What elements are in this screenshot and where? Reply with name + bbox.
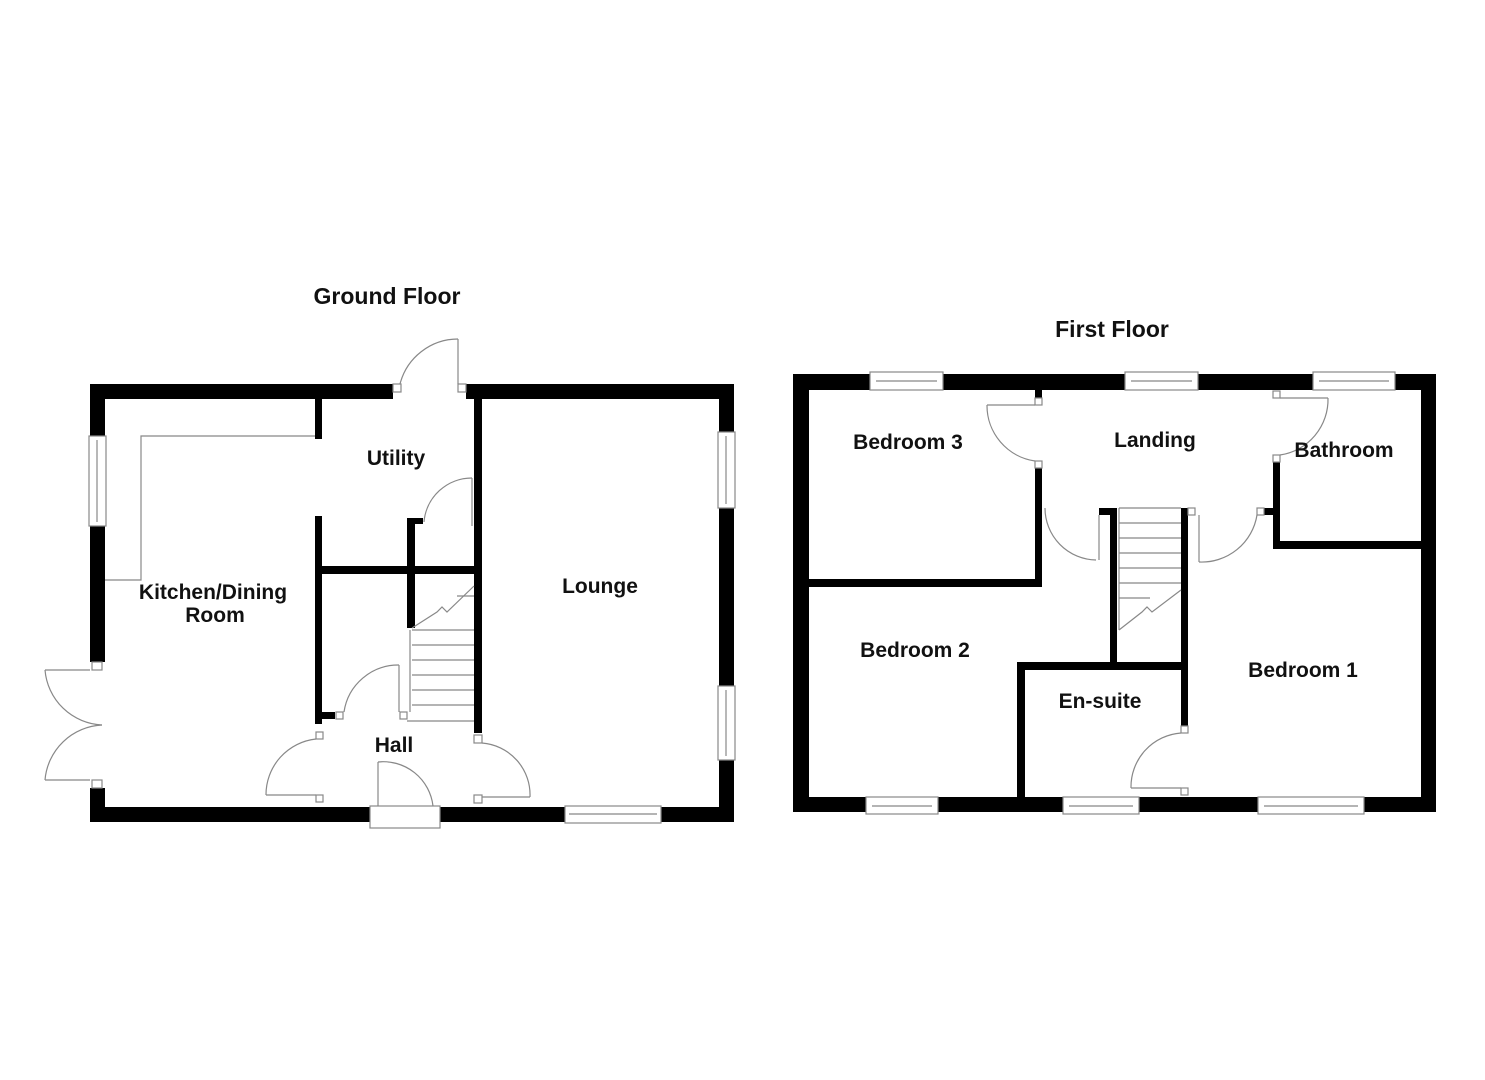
- room-label-utility: Utility: [367, 447, 426, 470]
- first-floor-doors: [986, 390, 1329, 796]
- room-label-landing: Landing: [1114, 429, 1196, 452]
- ground-floor-plan: Ground Floor: [44, 283, 736, 829]
- room-label-bedroom-1: Bedroom 1: [1248, 659, 1358, 682]
- first-floor-title: First Floor: [1055, 316, 1169, 342]
- first-floor-stairs: [1118, 507, 1182, 631]
- room-label-lounge: Lounge: [562, 575, 638, 598]
- room-label-bathroom: Bathroom: [1294, 439, 1393, 462]
- first-floor-walls: [793, 374, 1436, 812]
- ground-floor-title: Ground Floor: [314, 283, 461, 309]
- room-label-hall: Hall: [375, 734, 414, 757]
- room-label-bedroom-3: Bedroom 3: [853, 431, 963, 454]
- kitchen-worktop: [105, 435, 315, 581]
- room-label-kitchen-line2: Room: [185, 604, 245, 627]
- room-label-kitchen: Kitchen/Dining: [139, 581, 287, 604]
- first-floor-plan: First Floor: [793, 316, 1436, 815]
- ground-floor-windows: [88, 431, 736, 829]
- ground-floor-walls: [90, 384, 734, 822]
- room-label-en-suite: En-suite: [1059, 690, 1142, 713]
- first-floor-windows: [865, 371, 1396, 815]
- ground-floor-stairs: [407, 585, 475, 722]
- ground-floor-doors: [44, 338, 531, 807]
- room-label-bedroom-2: Bedroom 2: [860, 639, 970, 662]
